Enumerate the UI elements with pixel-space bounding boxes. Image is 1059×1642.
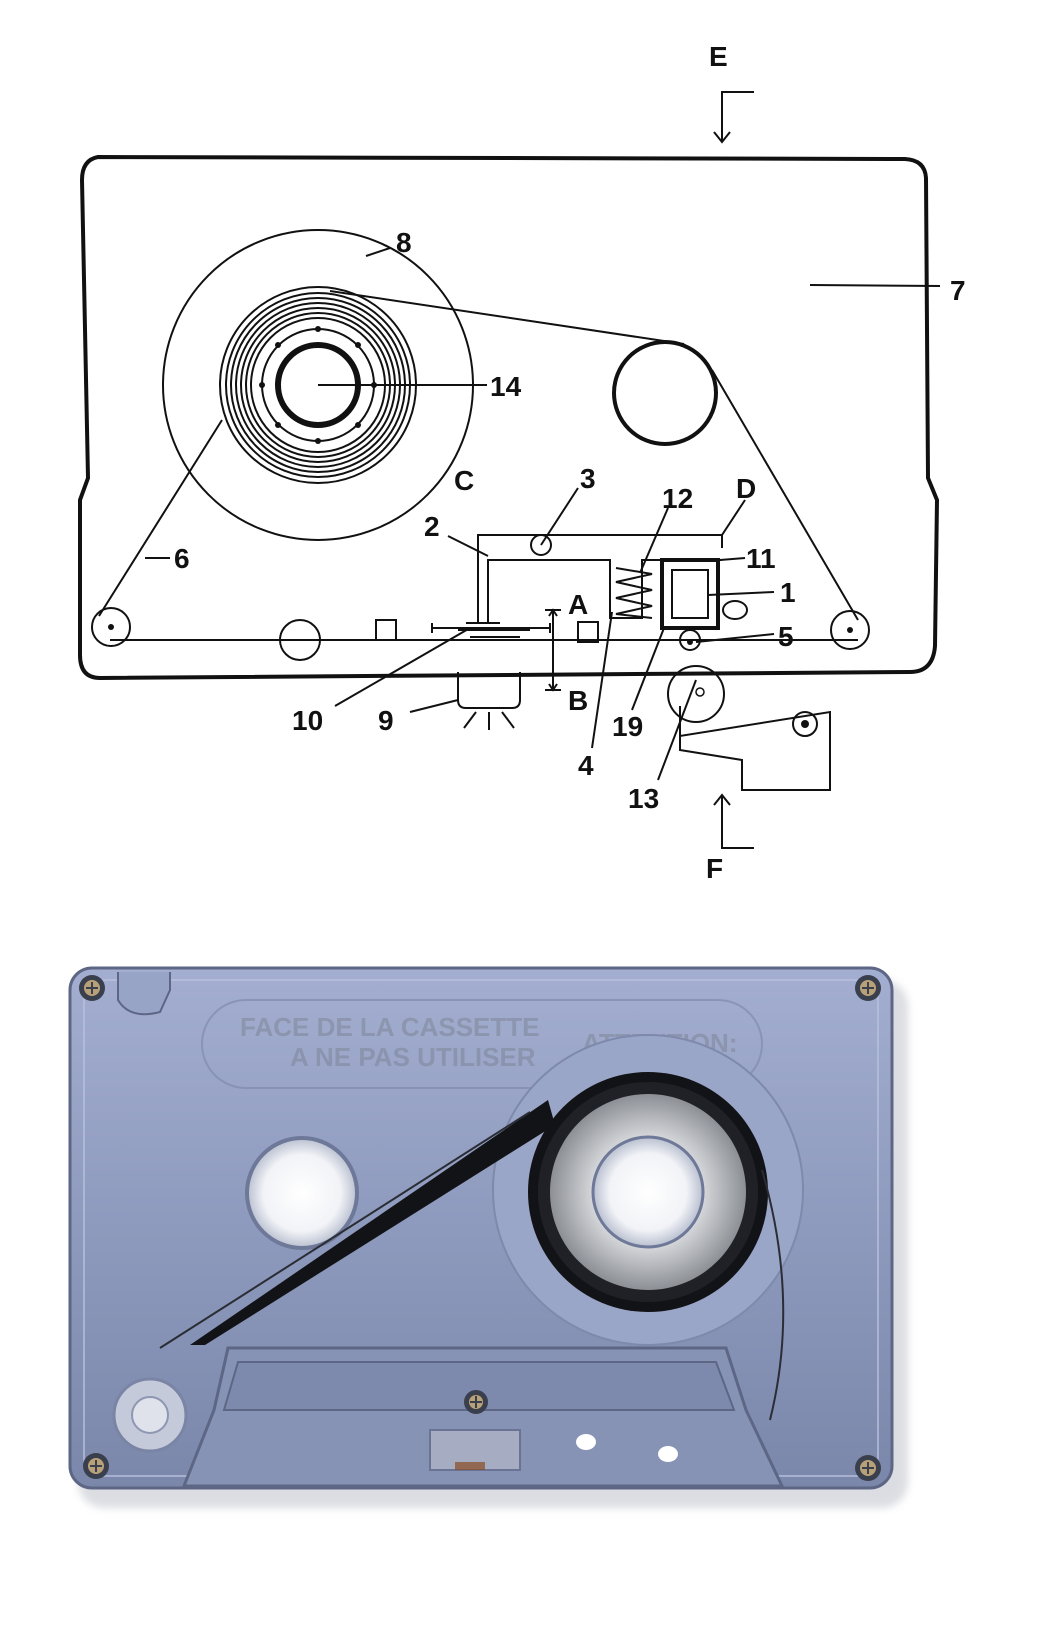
label-3: 3	[580, 463, 596, 494]
right-hub-hole	[591, 1135, 705, 1249]
pad-span	[431, 623, 551, 633]
lever-pivot	[530, 534, 552, 556]
element-1-inner	[671, 569, 709, 619]
label-e: E	[709, 41, 728, 72]
bottom-square-left	[375, 619, 397, 641]
label-13: 13	[628, 783, 659, 814]
label-8: 8	[396, 227, 412, 258]
label-11: 11	[746, 543, 776, 574]
label-1: 1	[780, 577, 796, 608]
cassette-outline	[78, 154, 940, 681]
corner-tab	[117, 972, 171, 1016]
tape-path	[98, 290, 859, 641]
technical-drawing: E 7 8 14 C 3 12 D 2 11 6 1 A 5 B 10 9 19…	[78, 41, 966, 884]
dimension-ab	[545, 608, 561, 692]
bottom-hole	[279, 619, 321, 661]
label-4: 4	[578, 750, 594, 781]
light-rays	[463, 711, 515, 730]
label-19: 19	[612, 711, 643, 742]
leader-lines	[145, 247, 941, 781]
left-corner-roller	[91, 607, 131, 647]
label-5: 5	[778, 621, 794, 652]
capstan-wheel	[667, 665, 725, 723]
label-f: F	[706, 853, 723, 884]
label-c: C	[454, 465, 474, 496]
screws	[79, 975, 881, 1481]
label-10: 10	[292, 705, 323, 736]
engraved-label-panel	[201, 999, 763, 1089]
hub-pins	[259, 326, 377, 444]
engraved-text-line1: FACE DE LA CASSETTE	[240, 1012, 540, 1042]
label-9: 9	[378, 705, 394, 736]
label-12: 12	[662, 483, 693, 514]
label-6: 6	[174, 543, 190, 574]
lever-arm	[477, 534, 723, 622]
small-oval	[722, 600, 748, 620]
bottom-square-right	[577, 621, 599, 643]
tape-strand	[190, 1100, 555, 1345]
element-5	[679, 629, 701, 651]
section-arrow-e	[713, 91, 754, 144]
label-7: 7	[950, 275, 966, 306]
pinch-pivot	[792, 711, 818, 737]
engraved-text-line2: A NE PAS UTILISER	[290, 1042, 536, 1072]
section-arrow-f	[713, 793, 754, 849]
pinch-arm	[679, 706, 831, 791]
tape-guide-roller	[612, 340, 718, 446]
label-d: D	[736, 473, 756, 504]
cassette-photo: FACE DE LA CASSETTE A NE PAS UTILISER AT…	[68, 966, 908, 1508]
label-14: 14	[490, 371, 522, 402]
capstan-hole-right	[658, 1446, 678, 1462]
capstan-hole-left	[576, 1434, 596, 1450]
label-a: A	[568, 589, 588, 620]
light-source	[457, 672, 521, 709]
label-2: 2	[424, 511, 440, 542]
pressure-pad	[458, 622, 530, 638]
label-b: B	[568, 685, 588, 716]
right-corner-roller	[830, 610, 870, 650]
left-hub-hole	[245, 1136, 359, 1250]
spring	[615, 567, 653, 619]
